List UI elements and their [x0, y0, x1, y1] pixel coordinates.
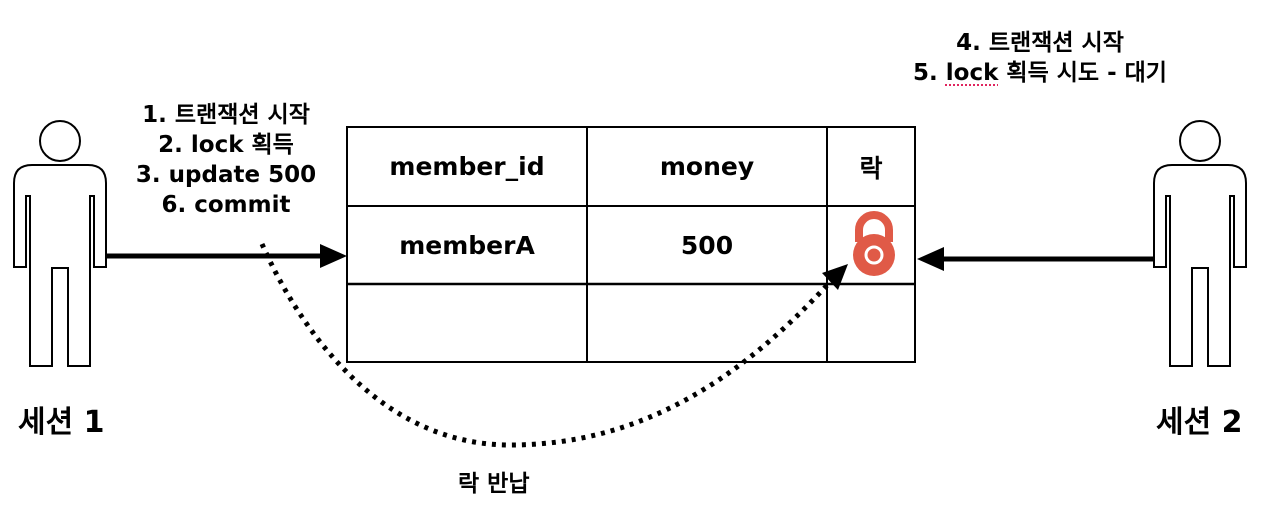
session1-step-6: 6. commit: [161, 192, 291, 218]
session1-person-icon: [13, 120, 107, 367]
session1-steps: 1. 트랜잭션 시작 2. lock 획득 3. update 500 6. c…: [96, 100, 356, 220]
session2-steps: 4. 트랜잭션 시작 5. lock 획득 시도 - 대기: [880, 28, 1200, 88]
cell-member-id: memberA: [399, 230, 535, 260]
lock-return-curve: [259, 242, 848, 448]
session2-step-4: 4. 트랜잭션 시작: [956, 30, 1124, 56]
header-money: money: [659, 152, 755, 181]
session2-arrow: [917, 247, 1155, 271]
header-member-id: member_id: [389, 152, 545, 181]
lock-return-label: 락 반납: [458, 471, 530, 497]
table-grid: [346, 126, 916, 363]
session1-label: 세션 1: [18, 405, 105, 440]
session2-step-5-rest: 획득 시도 - 대기: [998, 60, 1167, 86]
session1-arrow: [106, 244, 347, 268]
session2-step-5: 5. lock 획득 시도 - 대기: [913, 60, 1167, 86]
header-lock: 락: [859, 153, 883, 183]
cell-money: 500: [680, 230, 734, 260]
session2-person-icon: [1153, 120, 1247, 367]
session1-step-1: 1. 트랜잭션 시작: [142, 102, 310, 128]
lock-icon: [853, 211, 895, 276]
session1-step-2: 2. lock 획득: [158, 132, 294, 158]
session1-step-3: 3. update 500: [135, 162, 317, 188]
session2-step-5-lock-word: lock: [945, 60, 999, 86]
session2-label: 세션 2: [1156, 405, 1243, 440]
